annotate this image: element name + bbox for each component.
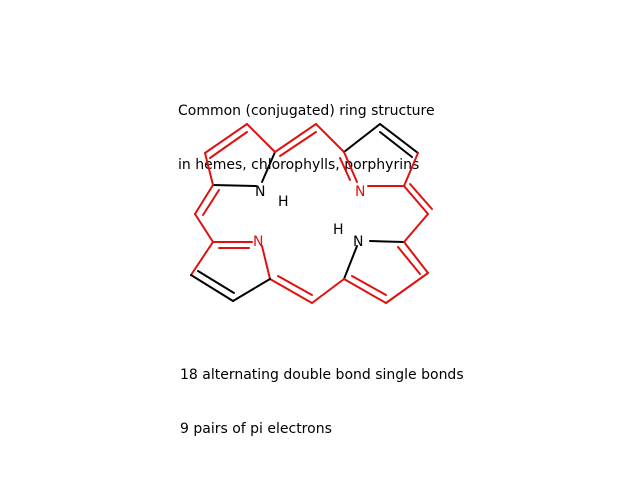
bond-meso-left-b: [194, 213, 214, 243]
caption-bottom-line-1: 18 alternating double bond single bonds: [180, 367, 464, 383]
bond-ul-ca1-cb1: [204, 123, 248, 154]
bond-meso-bottom-b-inner: [277, 275, 313, 296]
bond-ul-ca2-n: [261, 151, 276, 183]
bond-lr-ca1-cb-inner: [397, 246, 421, 275]
bond-lr-cb2-ca2: [343, 278, 387, 304]
bond-meso-bottom-a: [311, 278, 345, 304]
bonds: [190, 123, 433, 304]
bond-meso-right-a: [403, 185, 429, 215]
bond-meso-top-a: [274, 123, 317, 153]
bond-lr-ca1-cb: [403, 241, 429, 274]
bond-ur-n-ca1-inner: [339, 157, 351, 181]
bond-meso-top-b: [315, 123, 345, 153]
bond-lr-cb-cb2: [385, 272, 429, 304]
atom-labels: N H N N N H: [253, 184, 365, 250]
bond-ll-n-ca2: [261, 245, 271, 280]
bond-ur-cb2-ca2: [403, 152, 419, 187]
bond-ul-n-ca3: [212, 184, 257, 187]
caption-top-line-1: Common (conjugated) ring structure: [178, 103, 435, 119]
bond-meso-right-b: [403, 213, 429, 243]
atom-h-upper-left: H: [278, 194, 289, 210]
bond-ur-ca1-cb: [343, 123, 381, 153]
bond-lr-n-ca2: [343, 245, 358, 280]
bond-meso-top-a-inner: [279, 131, 317, 157]
bond-ll-cb-cb2-inner: [197, 270, 235, 294]
atom-n-upper-right: N: [355, 184, 365, 200]
caption-top-line-2: in hemes, chlorophylls, porphyrins: [178, 157, 420, 173]
bond-ur-n-ca1: [343, 151, 358, 183]
bond-ll-cb-cb2: [190, 274, 234, 302]
bond-meso-left-a: [194, 184, 214, 215]
atom-n-lower-right: N: [353, 234, 363, 250]
atom-n-lower-left: N: [253, 234, 263, 250]
diagram-caption-bottom: 18 alternating double bond single bonds …: [180, 330, 464, 456]
bond-lr-cb2-ca2-inner: [351, 275, 387, 296]
bond-ur-cb-cb2: [379, 123, 419, 154]
bond-ll-ca1-cb: [190, 241, 214, 276]
atom-n-upper-left: N: [255, 184, 265, 200]
bond-meso-right-a-inner: [409, 183, 433, 210]
bond-ll-cb2-ca2: [232, 278, 271, 302]
bond-meso-bottom-b: [269, 278, 313, 304]
bond-ur-cb-cb2-inner: [379, 131, 413, 158]
bond-meso-left-a-inner: [202, 189, 220, 216]
bond-lr-ca1-n: [369, 240, 405, 243]
bond-ul-cb1-ca2: [246, 123, 276, 153]
caption-bottom-line-2: 9 pairs of pi electrons: [180, 421, 332, 437]
bond-ul-ca1-cb1-inner: [209, 131, 248, 159]
bond-ul-ca3-ca1: [204, 152, 214, 186]
atom-h-lower-right: H: [333, 222, 344, 238]
diagram-caption-top: Common (conjugated) ring structure in he…: [178, 66, 435, 192]
